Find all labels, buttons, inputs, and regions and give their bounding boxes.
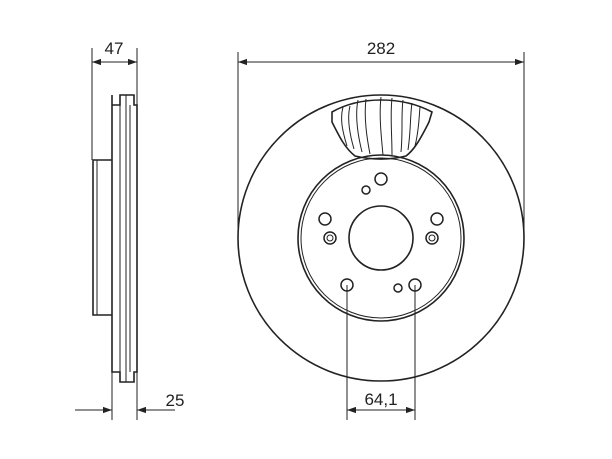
locator-hole: [323, 231, 337, 245]
outer-diameter-dimension: 282: [237, 39, 525, 238]
overall-height-label: 47: [105, 39, 124, 58]
locator-hole: [425, 231, 439, 245]
bolt-pitch-dimension: 64,1: [346, 285, 416, 420]
disc-side-view: [91, 48, 138, 420]
overall-height-dimension: 47: [92, 39, 137, 66]
min-thickness-dimension: 25: [75, 391, 185, 414]
ventilation-cutaway: [331, 96, 433, 160]
bolt-hole: [318, 212, 332, 226]
bolt-hole: [430, 212, 444, 226]
bolt-pitch-label: 64,1: [364, 390, 397, 409]
bolt-hole: [374, 172, 388, 186]
outer-diameter-label: 282: [367, 39, 395, 58]
set-screw-hole: [393, 283, 403, 293]
disc-front-view: [237, 94, 525, 382]
min-thickness-label: 25: [166, 391, 185, 410]
set-screw-hole: [361, 185, 371, 195]
